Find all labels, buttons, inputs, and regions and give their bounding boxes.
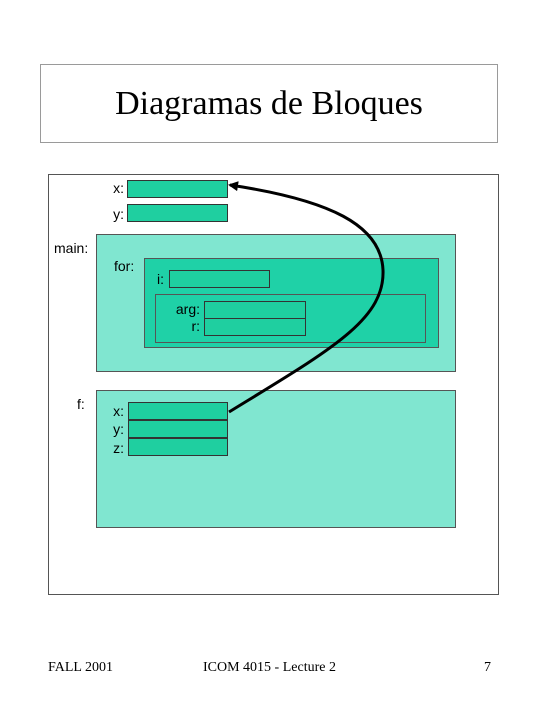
for-label: for: [114,258,135,274]
global-y-label: y: [113,206,124,222]
global-x-label: x: [113,180,124,196]
arg-label: arg: [175,301,200,317]
global-x-cell [127,180,228,198]
footer-left: FALL 2001 [48,660,113,675]
f-label: f: [77,396,85,412]
reference-arrow [228,181,385,414]
f-z-cell [128,438,228,456]
f-x-cell [128,402,228,420]
f-z-label: z: [113,440,124,456]
main-label: main: [54,240,89,256]
global-y-cell [127,204,228,222]
slide-title: Diagramas de Bloques [115,84,423,122]
r-label: r: [191,318,200,334]
diagram-frame [48,174,499,595]
f-y-label: y: [113,421,124,437]
r-cell [204,318,306,336]
footer-center: ICOM 4015 - Lecture 2 [203,660,336,675]
slide-number: 7 [484,660,491,675]
i-label: i: [157,271,164,287]
f-y-cell [128,420,228,438]
f-x-label: x: [113,403,124,419]
slide-title-box: Diagramas de Bloques [40,64,498,143]
i-cell [169,270,270,288]
